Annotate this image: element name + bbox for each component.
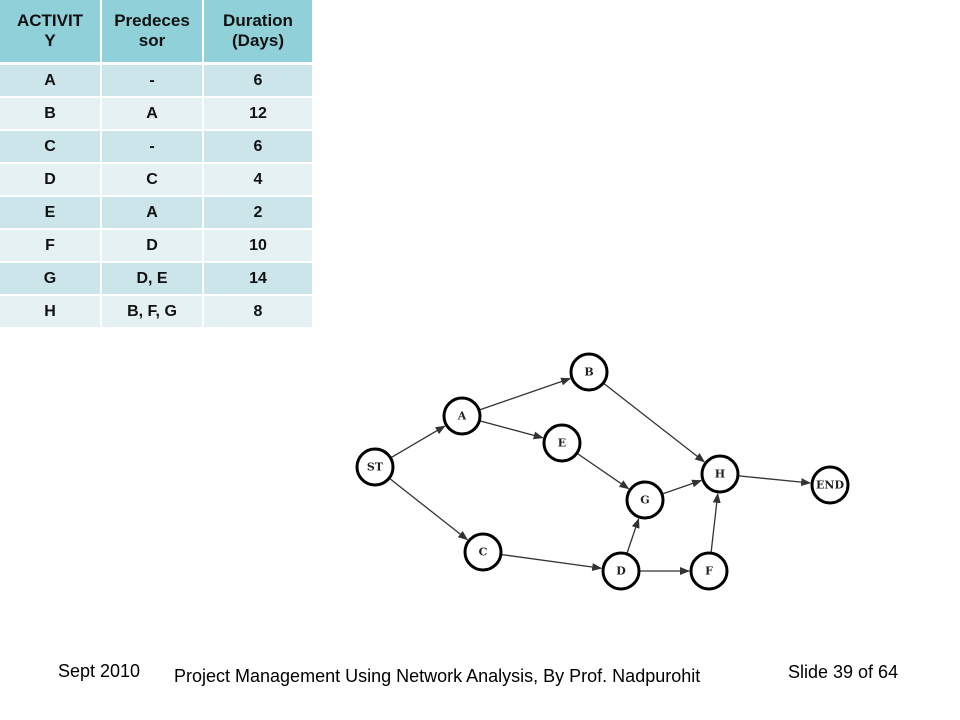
edges-layer [389,377,812,575]
cell-duration: 2 [203,196,312,230]
node-a: A [442,396,482,436]
node-f: F [689,551,729,591]
edge-b-to-h [603,383,706,463]
cell-activity: H [0,295,102,329]
edge-g-to-h [662,479,703,495]
cell-activity: D [0,163,102,197]
header-predecessor: Predeces sor [101,0,204,65]
node-label: F [705,565,713,578]
node-label: A [457,410,467,423]
cell-predecessor: B, F, G [101,295,204,329]
edge-st-to-c [389,478,469,541]
node-label: END [816,479,844,492]
table-row: C - 6 [0,130,312,164]
node-circle [700,454,740,494]
edge-f-to-h [710,492,721,553]
edge-st-to-a [391,425,446,458]
cell-predecessor: D [101,229,204,263]
table-row: G D, E 14 [0,262,312,296]
cell-predecessor: D, E [101,262,204,296]
cell-activity: E [0,196,102,230]
cell-predecessor: A [101,196,204,230]
node-c: C [463,532,503,572]
node-g: G [625,480,665,520]
cell-duration: 8 [203,295,312,329]
cell-activity: C [0,130,102,164]
cell-predecessor: C [101,163,204,197]
cell-duration: 14 [203,262,312,296]
table-header-row: ACTIVIT Y Predeces sor Duration (Days) [0,0,312,65]
edge-h-to-end [738,475,812,487]
footer-slide-number: Slide 39 of 64 [788,662,899,682]
node-circle [601,551,641,591]
node-circle [689,551,729,591]
cell-predecessor: A [101,97,204,131]
cell-duration: 6 [203,63,312,98]
node-circle [569,352,609,392]
node-d: D [601,551,641,591]
cell-duration: 12 [203,97,312,131]
table-row: A - 6 [0,63,312,98]
node-label: B [584,366,593,379]
cell-activity: A [0,63,102,98]
edge-d-to-g [626,517,640,554]
cell-activity: B [0,97,102,131]
node-label: ST [367,461,384,474]
cell-activity: F [0,229,102,263]
table-row: B A 12 [0,97,312,131]
node-circle [625,480,665,520]
node-label: E [558,437,566,450]
edge-c-to-d [501,553,603,572]
node-label: G [640,494,649,507]
table-row: H B, F, G 8 [0,295,312,329]
node-b: B [569,352,609,392]
cell-duration: 4 [203,163,312,197]
table-row: D C 4 [0,163,312,197]
node-circle [810,465,850,505]
nodes-layer: ST A B E C G H D F END [355,352,850,591]
node-label: H [715,468,725,481]
cell-predecessor: - [101,63,204,98]
node-circle [542,423,582,463]
table-row: F D 10 [0,229,312,263]
cell-predecessor: - [101,130,204,164]
footer-title: Project Management Using Network Analysi… [174,666,701,686]
edge-a-to-b [479,377,572,411]
node-h: H [700,454,740,494]
activity-table: ACTIVIT Y Predeces sor Duration (Days) A… [0,0,312,329]
node-label: D [616,565,626,578]
node-label: C [479,546,488,559]
node-circle [442,396,482,436]
node-circle [463,532,503,572]
edge-e-to-g [577,453,630,490]
node-st: ST [355,447,395,487]
header-activity: ACTIVIT Y [0,0,102,65]
node-circle [355,447,395,487]
cell-activity: G [0,262,102,296]
header-duration: Duration (Days) [203,0,312,65]
table-row: E A 2 [0,196,312,230]
node-e: E [542,423,582,463]
cell-duration: 6 [203,130,312,164]
cell-duration: 10 [203,229,312,263]
node-end: END [810,465,850,505]
footer-date: Sept 2010 [58,661,141,681]
edge-a-to-e [480,420,544,440]
